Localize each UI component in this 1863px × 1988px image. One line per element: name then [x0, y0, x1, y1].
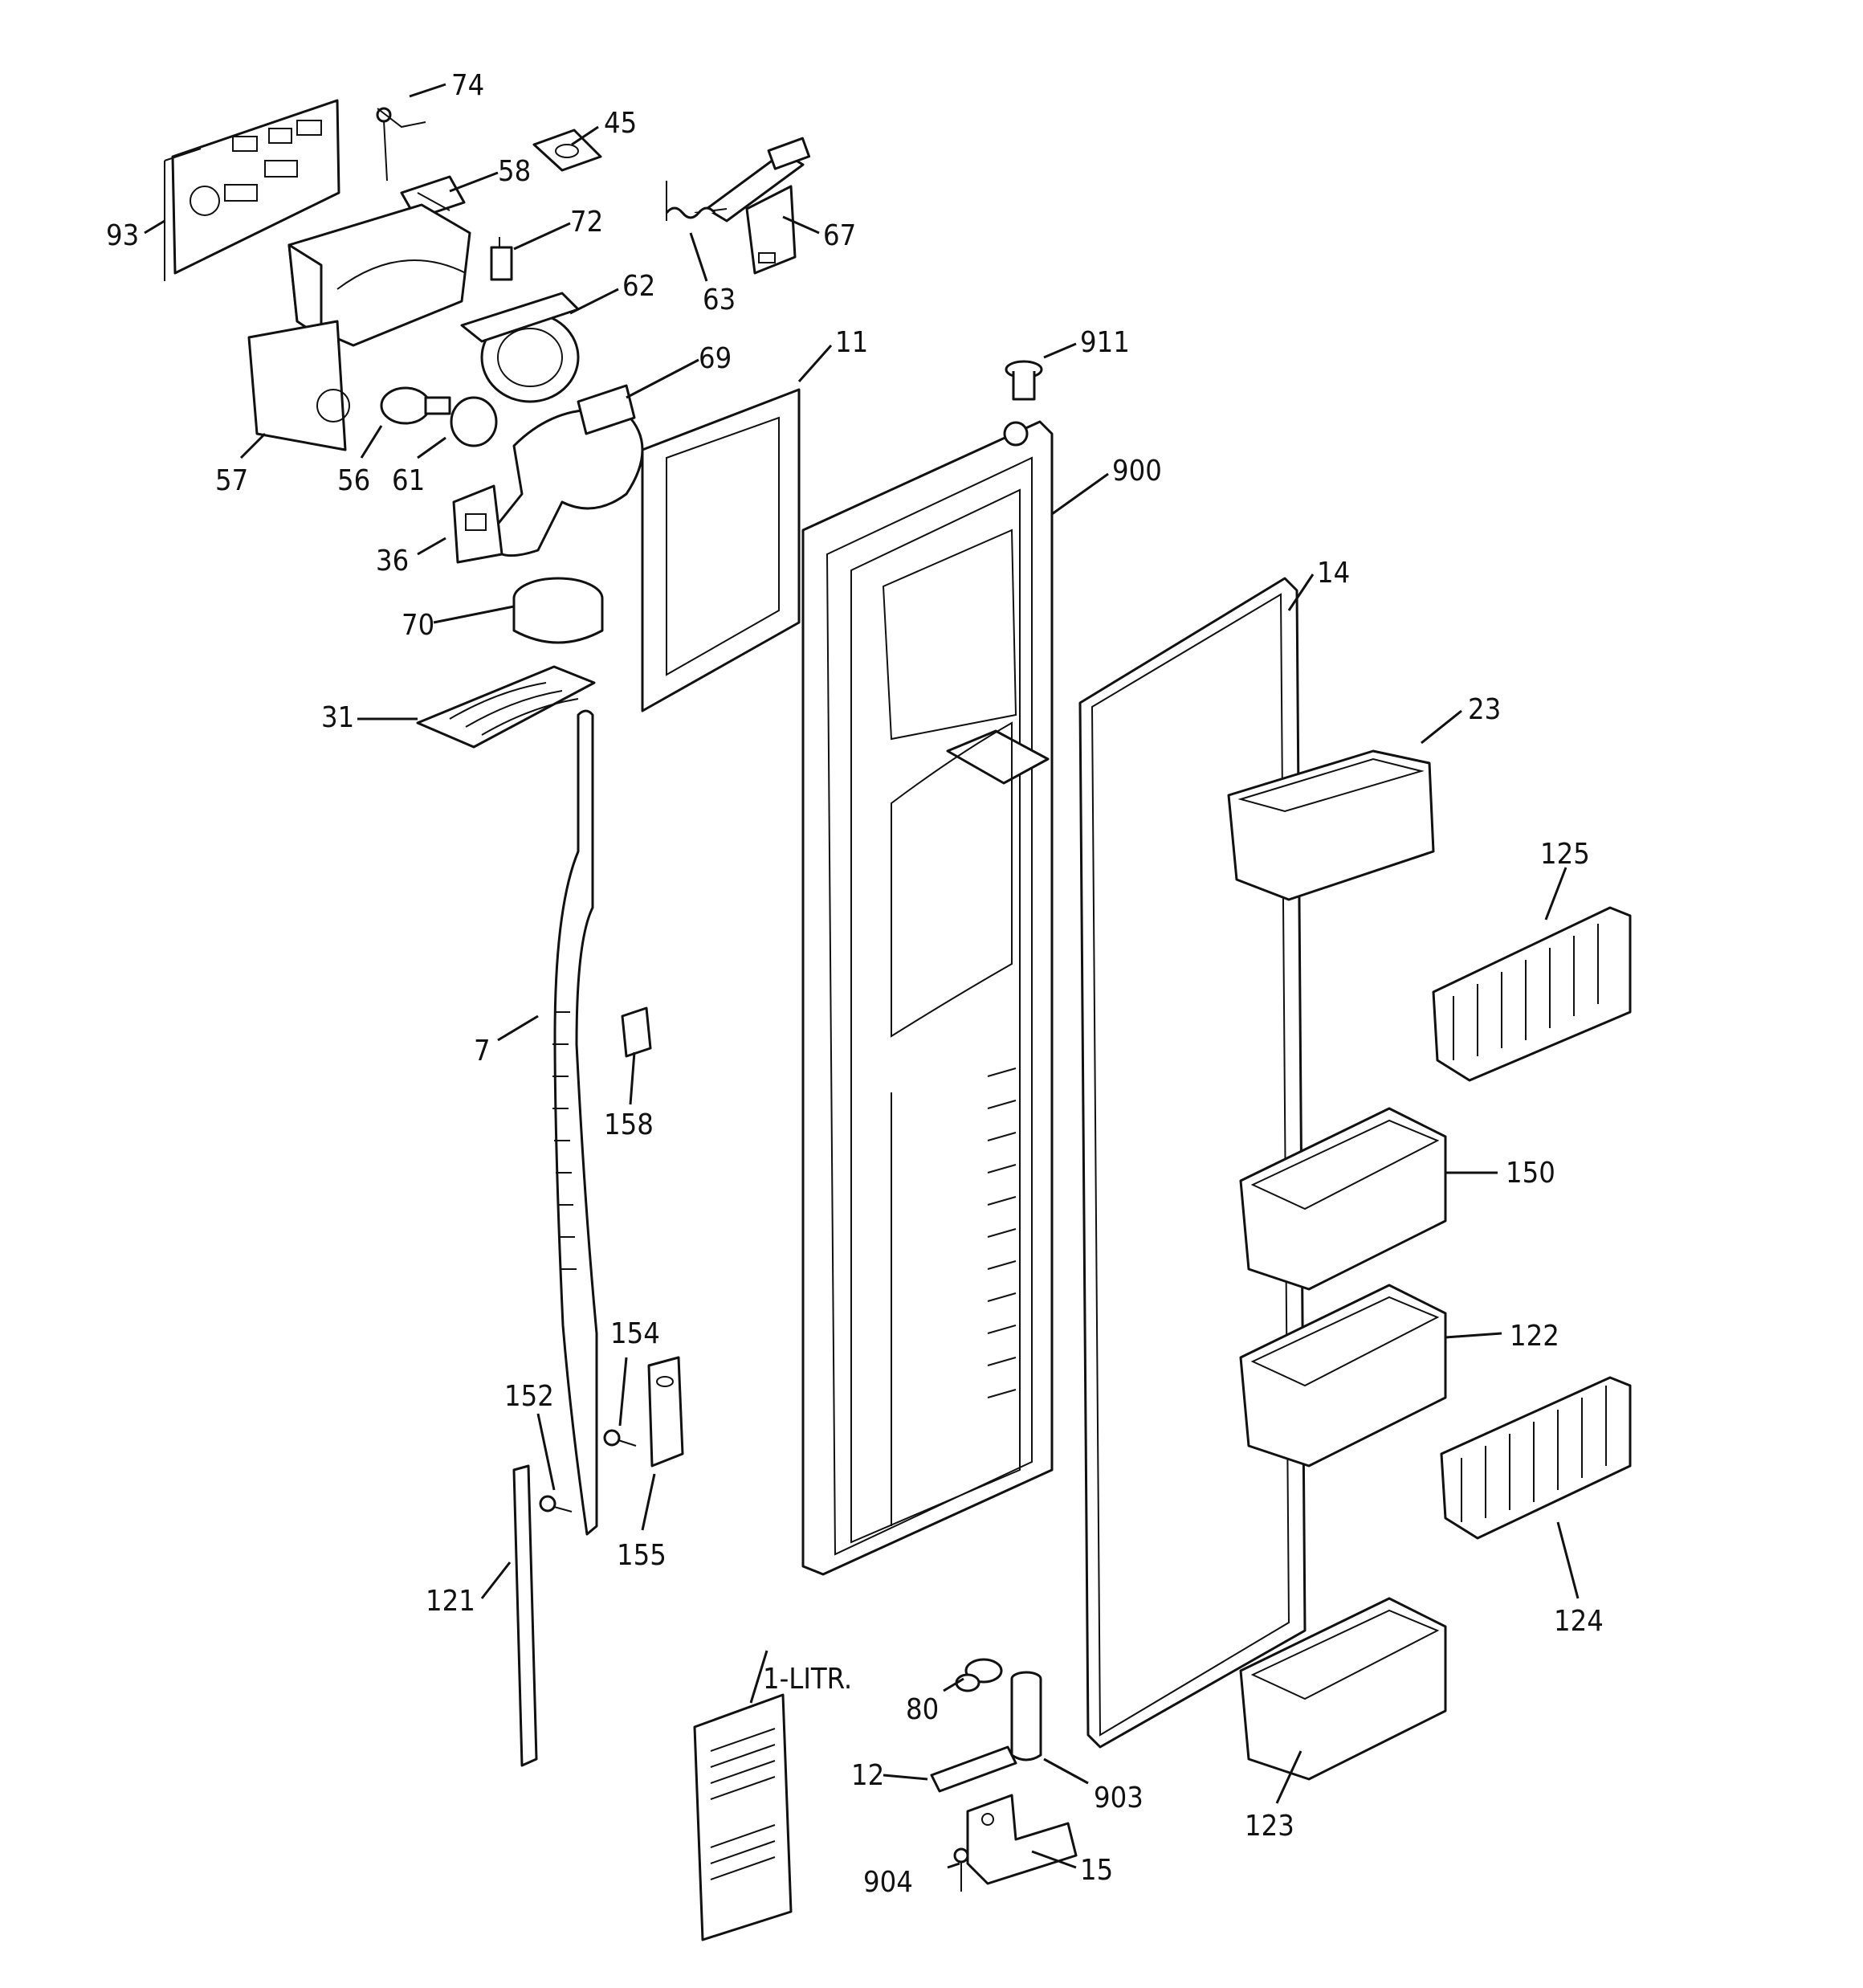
- callout-154: 154: [610, 1317, 660, 1350]
- part-63-spring: [665, 181, 716, 221]
- callout-23: 23: [1468, 693, 1501, 726]
- callout-900: 900: [1112, 455, 1162, 488]
- part-31-grille: [416, 665, 596, 749]
- callout-31: 31: [321, 701, 354, 734]
- callout-124: 124: [1554, 1605, 1604, 1638]
- part-11-recess-frame: [641, 388, 801, 712]
- callout-121: 121: [426, 1585, 475, 1618]
- parts-artwork: [164, 99, 1632, 1941]
- part-1-litr-manual: [693, 1693, 793, 1941]
- callout-904: 904: [863, 1866, 913, 1899]
- callout-125: 125: [1540, 838, 1590, 871]
- part-121-trim: [512, 1464, 538, 1767]
- part-15-hinge: [966, 1794, 1078, 1885]
- callout-150: 150: [1506, 1157, 1555, 1190]
- callout-58: 58: [498, 155, 531, 188]
- part-154-screw: [603, 1429, 637, 1447]
- part-69-chute: [488, 384, 644, 557]
- callout-62: 62: [622, 270, 655, 303]
- callout-57: 57: [215, 464, 248, 497]
- part-7-handle: [552, 709, 598, 1536]
- callout-72: 72: [570, 206, 603, 239]
- part-56-bulb: [380, 386, 451, 425]
- callout-36: 36: [376, 545, 409, 578]
- part-122-bin: [1239, 1284, 1447, 1468]
- callout-123: 123: [1245, 1810, 1294, 1843]
- part-23-bin: [1227, 749, 1435, 901]
- callout-15: 15: [1080, 1854, 1113, 1887]
- callout-69: 69: [699, 342, 732, 375]
- callout-11: 11: [835, 326, 868, 359]
- part-14-gasket: [1078, 577, 1307, 1749]
- part-72-switch: [490, 237, 513, 281]
- part-door-shelf-ribs: [987, 1067, 1017, 1398]
- callout-14: 14: [1317, 557, 1350, 590]
- part-12-plate: [930, 1745, 1017, 1793]
- callout-158: 158: [604, 1108, 654, 1141]
- callout-labels: 74 45 58 72 93 67 63 62 11 911 69 57 56 …: [106, 69, 1604, 1899]
- callout-903: 903: [1094, 1782, 1143, 1815]
- callout-80: 80: [906, 1693, 939, 1726]
- part-62-ring: [460, 292, 580, 403]
- callout-67: 67: [823, 219, 856, 252]
- part-158-clip: [621, 1006, 652, 1058]
- part-61-socket: [450, 396, 498, 447]
- part-150-bin: [1239, 1107, 1447, 1291]
- callout-122: 122: [1510, 1320, 1559, 1353]
- callout-63: 63: [703, 284, 736, 316]
- callout-70: 70: [402, 609, 434, 642]
- part-70-collar: [512, 577, 604, 644]
- part-dispenser-housing: [247, 203, 471, 451]
- leader-lines: [144, 83, 1580, 1869]
- part-36-bracket: [452, 484, 503, 564]
- callout-74: 74: [451, 69, 484, 102]
- callout-61: 61: [392, 464, 425, 497]
- part-80-plug: [955, 1658, 1003, 1692]
- callout-45: 45: [604, 107, 637, 140]
- part-903-pin: [1010, 1671, 1042, 1761]
- callout-152: 152: [504, 1380, 554, 1413]
- part-123-bin: [1239, 1597, 1447, 1781]
- callout-1-litr: 1-LITR.: [763, 1663, 852, 1696]
- part-125-basket: [1432, 906, 1632, 1082]
- part-155-hinge-cam: [647, 1356, 684, 1468]
- part-74-spring: [376, 107, 426, 182]
- callout-911: 911: [1080, 326, 1130, 359]
- part-911-bushing: [1005, 360, 1043, 401]
- callout-56: 56: [337, 464, 370, 497]
- part-124-basket: [1440, 1376, 1632, 1540]
- callout-93: 93: [106, 219, 139, 252]
- callout-12: 12: [851, 1759, 884, 1792]
- part-45-bracket: [532, 129, 602, 172]
- part-67-solenoid: [694, 137, 811, 275]
- part-900-door: [801, 420, 1054, 1576]
- part-152-screw: [539, 1495, 573, 1512]
- callout-7: 7: [474, 1035, 491, 1067]
- part-93-control-board: [164, 99, 340, 281]
- callout-155: 155: [617, 1539, 667, 1572]
- part-904-screw: [953, 1847, 969, 1892]
